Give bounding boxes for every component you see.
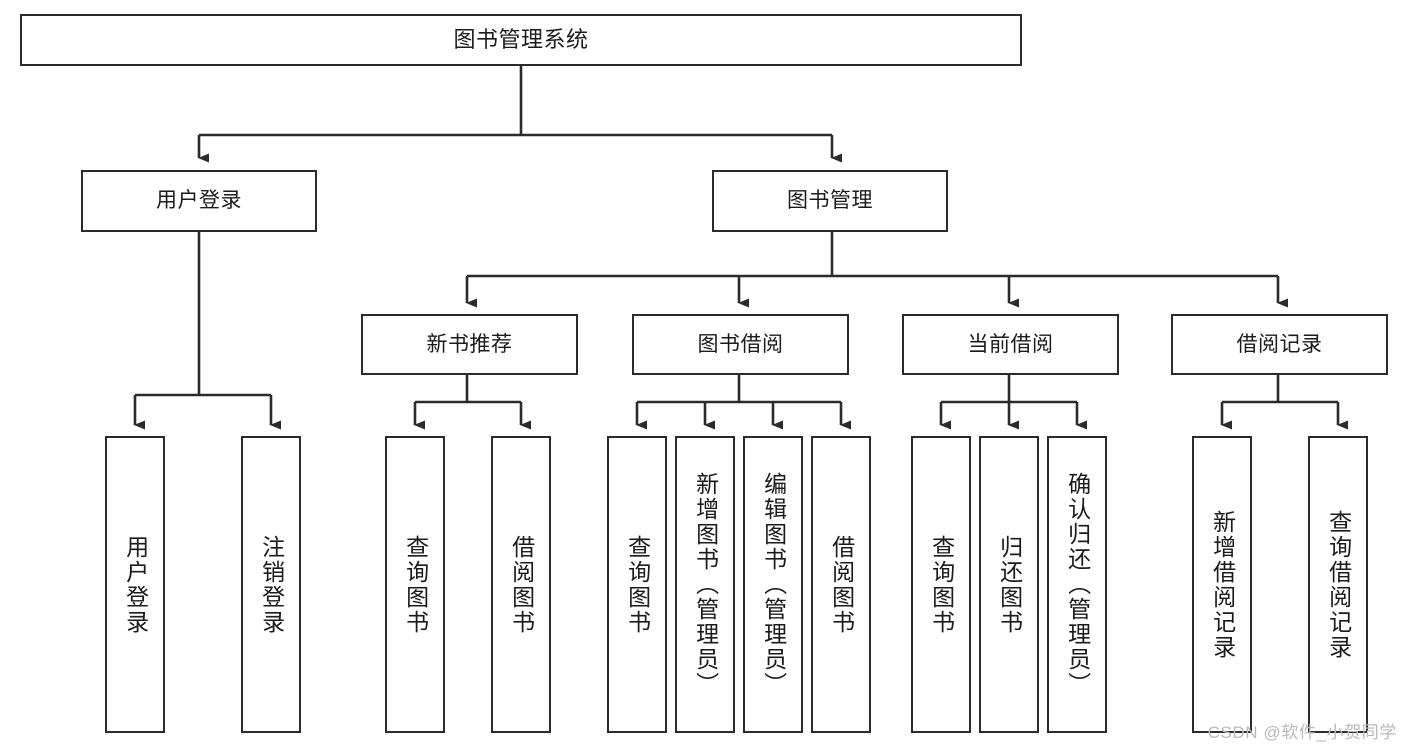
node-label: 确认归还（管理员） [1064,472,1091,697]
node-label: 查询图书 [402,534,429,635]
node-label: 查询图书 [928,534,955,635]
node-current-borrow[interactable]: 当前借阅 [902,314,1119,375]
node-label: 新增图书（管理员） [692,472,719,697]
node-label: 新书推荐 [426,332,513,356]
node-label: 借阅记录 [1236,332,1323,356]
leaf-query-book-recommend[interactable]: 查询图书 [385,436,445,733]
node-user-login[interactable]: 用户登录 [81,170,317,232]
leaf-user-login[interactable]: 用户登录 [105,436,165,733]
node-book-management[interactable]: 图书管理 [712,170,948,232]
leaf-return-book[interactable]: 归还图书 [979,436,1039,733]
leaf-query-borrow-record[interactable]: 查询借阅记录 [1308,436,1368,733]
leaf-borrow-book-recommend[interactable]: 借阅图书 [491,436,551,733]
leaf-confirm-return-admin[interactable]: 确认归还（管理员） [1047,436,1107,733]
node-label: 图书管理 [787,189,873,213]
leaf-add-borrow-record[interactable]: 新增借阅记录 [1192,436,1252,733]
node-label: 借阅图书 [828,534,855,635]
leaf-edit-book-admin[interactable]: 编辑图书（管理员） [743,436,803,733]
node-book-borrow[interactable]: 图书借阅 [632,314,849,375]
watermark: CSDN @软件_小贺同学 [1207,723,1397,742]
node-label: 当前借阅 [967,332,1054,356]
node-label: 借阅图书 [508,534,535,635]
node-label: 查询图书 [624,534,651,635]
node-new-book-recommend[interactable]: 新书推荐 [361,314,578,375]
leaf-query-book-borrow[interactable]: 查询图书 [607,436,667,733]
node-label: 注销登录 [258,534,285,635]
node-label: 用户登录 [122,534,149,635]
leaf-borrow-book[interactable]: 借阅图书 [811,436,871,733]
node-borrow-record[interactable]: 借阅记录 [1171,314,1388,375]
node-label: 用户登录 [156,189,242,213]
leaf-add-book-admin[interactable]: 新增图书（管理员） [675,436,735,733]
node-label: 图书管理系统 [453,26,589,52]
node-label: 查询借阅记录 [1325,509,1352,660]
node-label: 编辑图书（管理员） [760,472,787,697]
leaf-query-book-current[interactable]: 查询图书 [911,436,971,733]
node-label: 归还图书 [996,534,1023,635]
node-root-system[interactable]: 图书管理系统 [20,14,1022,66]
leaf-logout[interactable]: 注销登录 [241,436,301,733]
node-label: 新增借阅记录 [1209,509,1236,660]
node-label: 图书借阅 [697,332,784,356]
